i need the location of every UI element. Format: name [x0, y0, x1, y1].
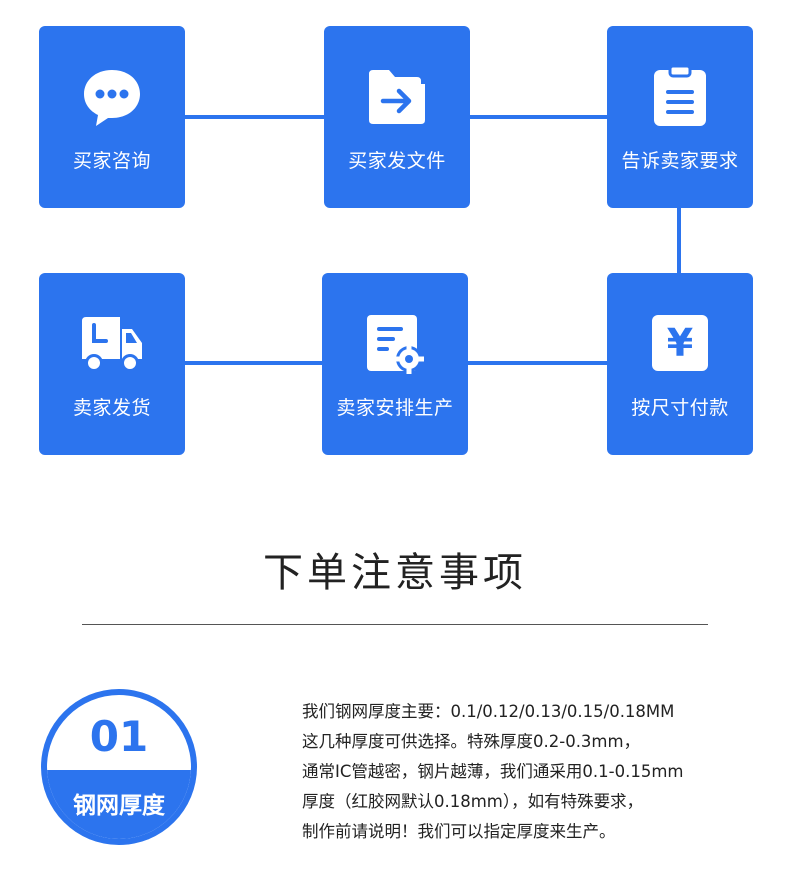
flow-connector [466, 361, 608, 365]
chat-bubble-icon [84, 70, 140, 126]
step-label: 卖家安排生产 [336, 397, 454, 419]
flow-connector [184, 115, 324, 119]
step-seller-ship: 卖家发货 [39, 273, 185, 455]
flow-connector [468, 115, 608, 119]
notice-title: 下单注意事项 [263, 550, 527, 596]
description-line: 我们钢网厚度主要：0.1/0.12/0.13/0.15/0.18MM [302, 702, 675, 721]
item-badge: 01 钢网厚度 [38, 686, 200, 848]
description-line: 厚度（红胶网默认0.18mm），如有特殊要求， [302, 792, 644, 811]
step-label: 买家咨询 [72, 150, 151, 172]
description-line: 通常IC管越密，钢片越薄，我们通采用0.1-0.15mm [302, 762, 684, 781]
divider [82, 624, 708, 625]
step-pay-by-size: ¥ 按尺寸付款 [607, 273, 753, 455]
yen-symbol: ¥ [667, 321, 693, 365]
item-label: 钢网厚度 [73, 793, 165, 819]
item-description: 我们钢网厚度主要：0.1/0.12/0.13/0.15/0.18MM 这几种厚度… [302, 697, 772, 847]
step-label: 告诉卖家要求 [621, 150, 739, 172]
step-buyer-consult: 买家咨询 [39, 26, 185, 208]
step-label: 买家发文件 [348, 150, 446, 172]
delivery-truck-icon [82, 317, 142, 372]
folder-arrow-icon [369, 70, 425, 124]
flow-connector [677, 207, 681, 273]
step-label: 卖家发货 [72, 397, 151, 419]
badge-circle [41, 689, 197, 845]
description-line: 制作前请说明！我们可以指定厚度来生产。 [302, 822, 616, 841]
document-gear-icon [367, 315, 424, 374]
yen-icon: ¥ [652, 315, 708, 371]
flow-connector [184, 361, 324, 365]
description-line: 这几种厚度可供选择。特殊厚度0.2-0.3mm， [302, 732, 641, 751]
step-label: 按尺寸付款 [631, 397, 729, 419]
step-tell-seller-requirements: 告诉卖家要求 [607, 26, 753, 208]
item-number: 01 [89, 712, 149, 761]
step-seller-arrange-production: 卖家安排生产 [322, 273, 468, 455]
step-buyer-send-file: 买家发文件 [324, 26, 470, 208]
clipboard-icon [654, 64, 706, 126]
